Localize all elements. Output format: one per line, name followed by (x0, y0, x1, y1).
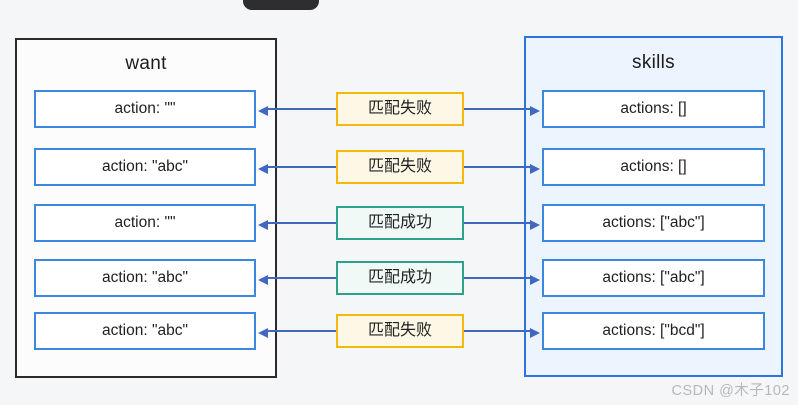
arrow-right-icon (464, 164, 540, 174)
skills-actions-box: actions: ["abc"] (542, 204, 765, 242)
match-result-label: 匹配失败 (336, 150, 464, 184)
arrow-left-icon (258, 164, 336, 174)
arrow-right-icon (464, 275, 540, 285)
want-action-box: action: "abc" (34, 148, 256, 186)
skills-actions-box: actions: ["abc"] (542, 259, 765, 297)
arrow-left-icon (258, 106, 336, 116)
csdn-watermark: CSDN @木子102 (671, 383, 790, 399)
want-action-box: action: "abc" (34, 312, 256, 350)
arrow-left-icon (258, 328, 336, 338)
skills-actions-box: actions: [] (542, 148, 765, 186)
skills-actions-box: actions: [] (542, 90, 765, 128)
skills-panel-title: skills (632, 52, 675, 73)
arrow-left-icon (258, 275, 336, 285)
match-result-label: 匹配成功 (336, 261, 464, 295)
want-action-box: action: "" (34, 204, 256, 242)
skills-actions-box: actions: ["bcd"] (542, 312, 765, 350)
arrow-right-icon (464, 328, 540, 338)
match-result-label: 匹配失败 (336, 92, 464, 126)
want-action-box: action: "" (34, 90, 256, 128)
want-action-box: action: "abc" (34, 259, 256, 297)
arrow-right-icon (464, 106, 540, 116)
match-result-label: 匹配失败 (336, 314, 464, 348)
arrow-right-icon (464, 220, 540, 230)
match-result-label: 匹配成功 (336, 206, 464, 240)
want-panel-title: want (125, 53, 167, 74)
arrow-left-icon (258, 220, 336, 230)
cropped-dark-tab (243, 0, 319, 10)
